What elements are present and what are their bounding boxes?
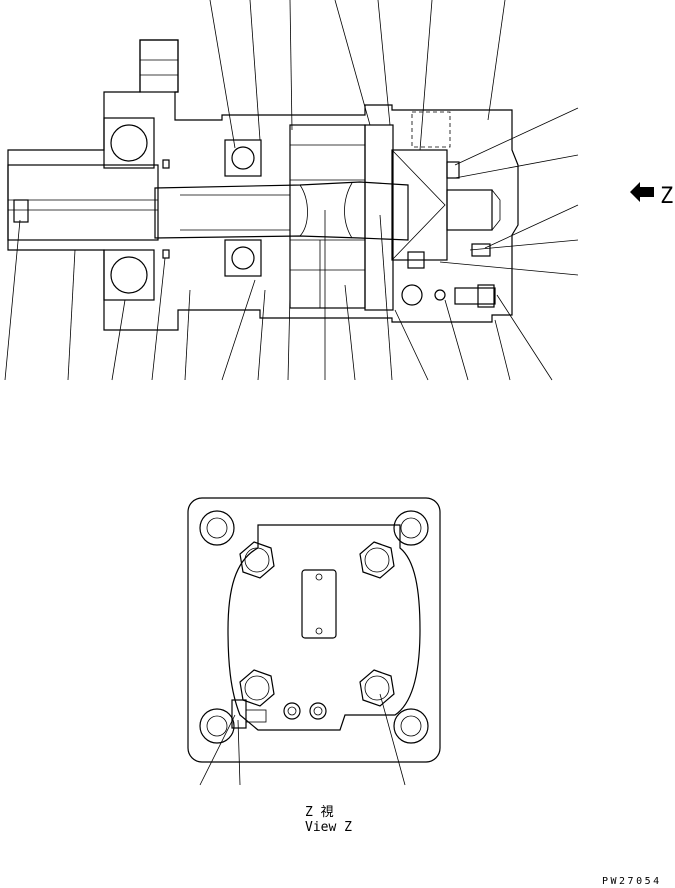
bearing-lower <box>103 249 155 301</box>
corner-hole-tl <box>199 510 235 546</box>
hex-bolt-bl <box>239 669 275 707</box>
leader-lines-right <box>439 107 579 276</box>
hex-bolt-tr <box>359 541 395 579</box>
plug-middle <box>471 243 491 257</box>
check-ball <box>401 284 423 306</box>
corner-hole-bl <box>199 708 235 744</box>
section-view <box>4 0 579 381</box>
leader-lines-bottom <box>4 210 553 381</box>
shaft-plug <box>13 199 29 223</box>
drive-shaft <box>154 181 409 241</box>
small-bearing-lower <box>224 239 262 277</box>
hex-bolt-tl <box>239 541 275 579</box>
housing-outline <box>7 39 519 331</box>
flange-plate <box>187 497 441 763</box>
top-boss <box>139 39 179 93</box>
relief-plug-head <box>477 284 495 308</box>
cover-dashed-port <box>411 111 451 148</box>
view-z-marker: Z <box>630 182 673 209</box>
end-cover <box>391 149 448 261</box>
inner-cover <box>227 524 421 731</box>
small-bearing-upper <box>224 139 262 177</box>
control-piston <box>446 189 493 231</box>
bearing-upper <box>103 117 155 169</box>
bearing-upper-ball <box>110 124 148 162</box>
output-shaft <box>7 164 159 241</box>
name-plate <box>301 569 337 639</box>
view-z <box>187 497 441 786</box>
leader-lines-top <box>209 0 506 151</box>
hex-bolt-br <box>359 669 395 707</box>
small-bearing-upper-ball <box>231 146 255 170</box>
corner-hole-tr <box>393 510 429 546</box>
relief-plug <box>454 287 496 305</box>
port-right <box>309 702 327 720</box>
view-caption-en: View Z <box>305 820 352 835</box>
seal-ring-lower <box>162 249 170 259</box>
plug-lower <box>407 251 425 269</box>
corner-hole-br <box>393 708 429 744</box>
leader-z-2 <box>237 719 241 786</box>
valve-plate <box>364 124 394 311</box>
drawing-number: PW27054 <box>602 876 662 887</box>
view-arrow-icon <box>630 182 654 202</box>
seal-ring-upper <box>162 159 170 169</box>
small-bearing-lower-ball <box>231 246 255 270</box>
leader-z-1 <box>199 714 236 786</box>
port-left <box>283 702 301 720</box>
bearing-lower-ball <box>110 256 148 294</box>
view-arrow-letter: Z <box>660 184 673 209</box>
leader-z-3 <box>379 693 406 786</box>
view-caption-jp: Z 視 <box>305 805 334 820</box>
plug-upper <box>446 161 460 179</box>
cylinder-block <box>289 124 366 309</box>
relief-ball <box>434 289 446 301</box>
